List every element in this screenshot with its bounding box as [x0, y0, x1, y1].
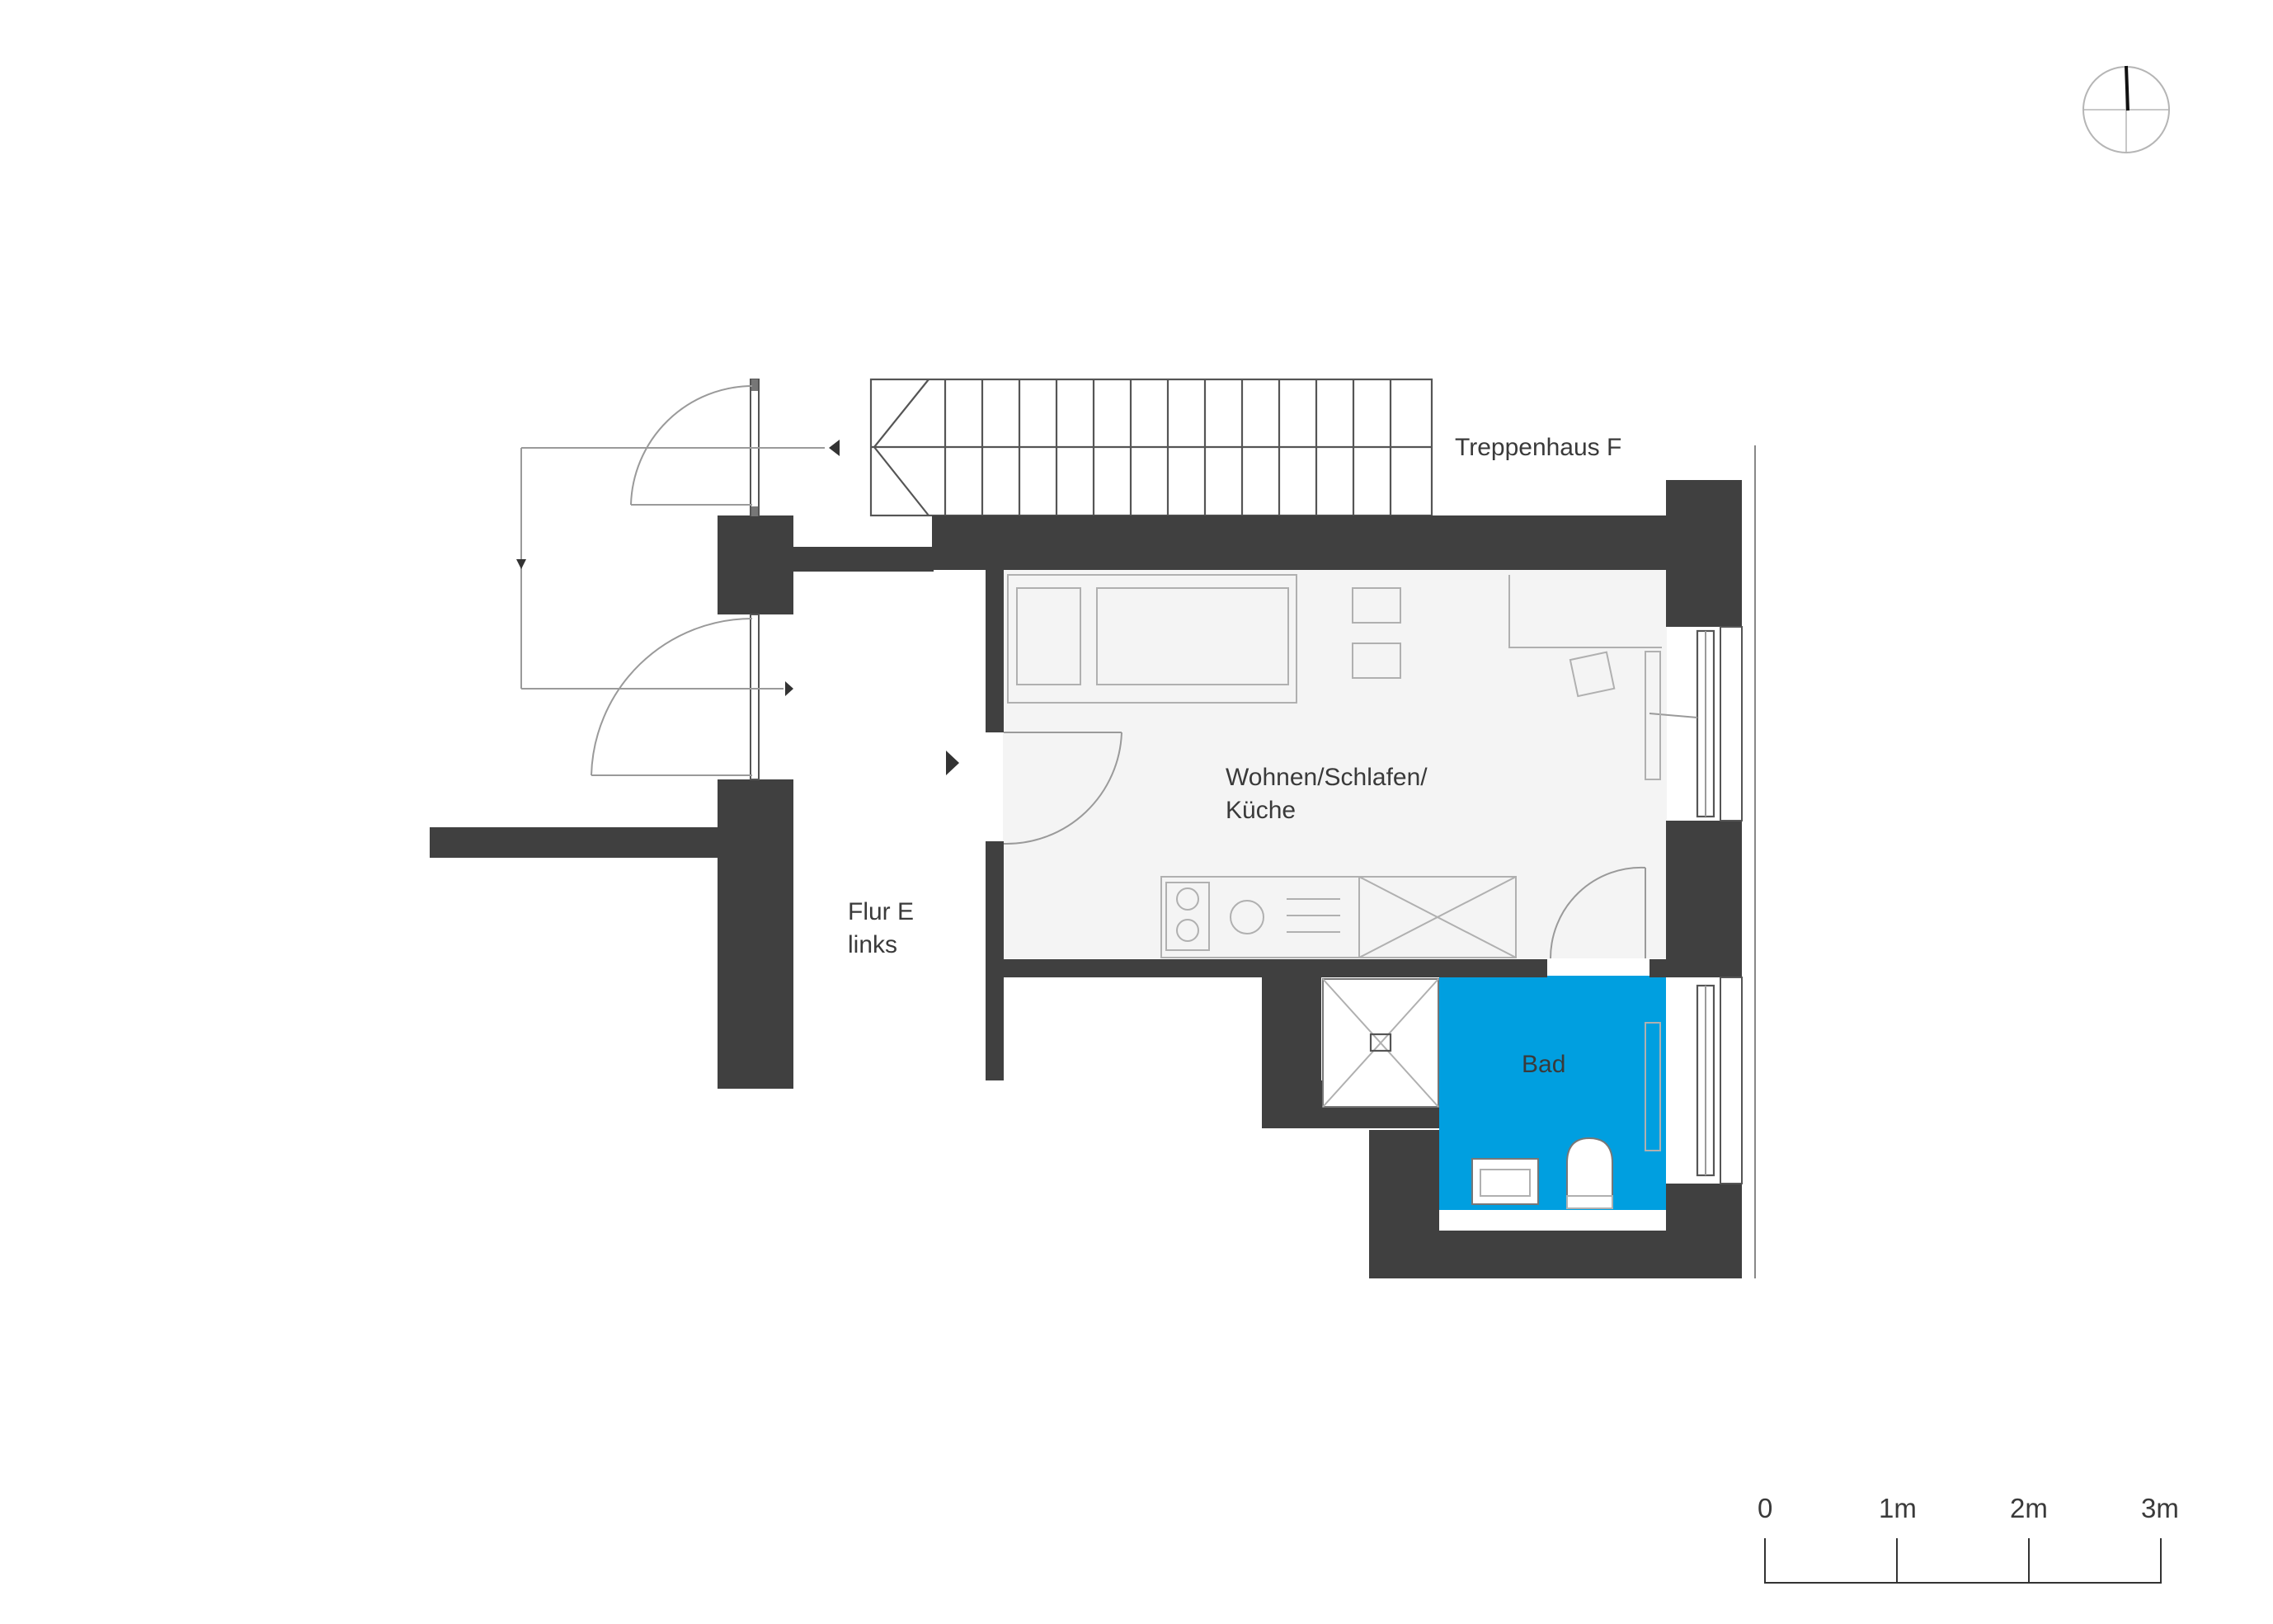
scale-tick-1m: 1m [1879, 1493, 1917, 1523]
sofa-bed [1007, 574, 1297, 704]
living-room-label-line1: Wohnen/Schlafen/ [1226, 764, 1428, 791]
washbasin [1471, 1158, 1539, 1205]
living-room-floor [1003, 567, 1667, 958]
window-bathroom [1645, 984, 1715, 1177]
kitchenette [1160, 876, 1517, 958]
shower [1322, 978, 1439, 1108]
stairwell-label: Treppenhaus F [1455, 434, 1621, 461]
corridor-label-line2: links [848, 931, 897, 958]
chairs [1296, 575, 1401, 703]
staircase [829, 378, 1433, 517]
apartment-door [946, 732, 1122, 845]
living-room-label-line2: Küche [1226, 797, 1296, 824]
stair-direction-arrow-icon [829, 440, 840, 456]
bathroom-door [1549, 866, 1646, 959]
corridor-label-line1: Flur E [848, 898, 914, 925]
corridor-doors [516, 379, 825, 780]
desk [1508, 575, 1662, 698]
scale-tick-2m: 2m [2010, 1493, 2048, 1523]
compass-north-icon [2082, 65, 2170, 153]
scale-tick-3m: 3m [2141, 1493, 2179, 1523]
bathroom-label: Bad [1522, 1051, 1565, 1078]
window-living [1645, 629, 1715, 818]
entrance-arrow-icon [946, 751, 959, 775]
scale-tick-0: 0 [1758, 1493, 1772, 1523]
walls [430, 445, 1756, 1278]
toilet [1566, 1137, 1613, 1209]
scale-bar: 0 1m 2m 3m [1758, 1493, 2179, 1584]
